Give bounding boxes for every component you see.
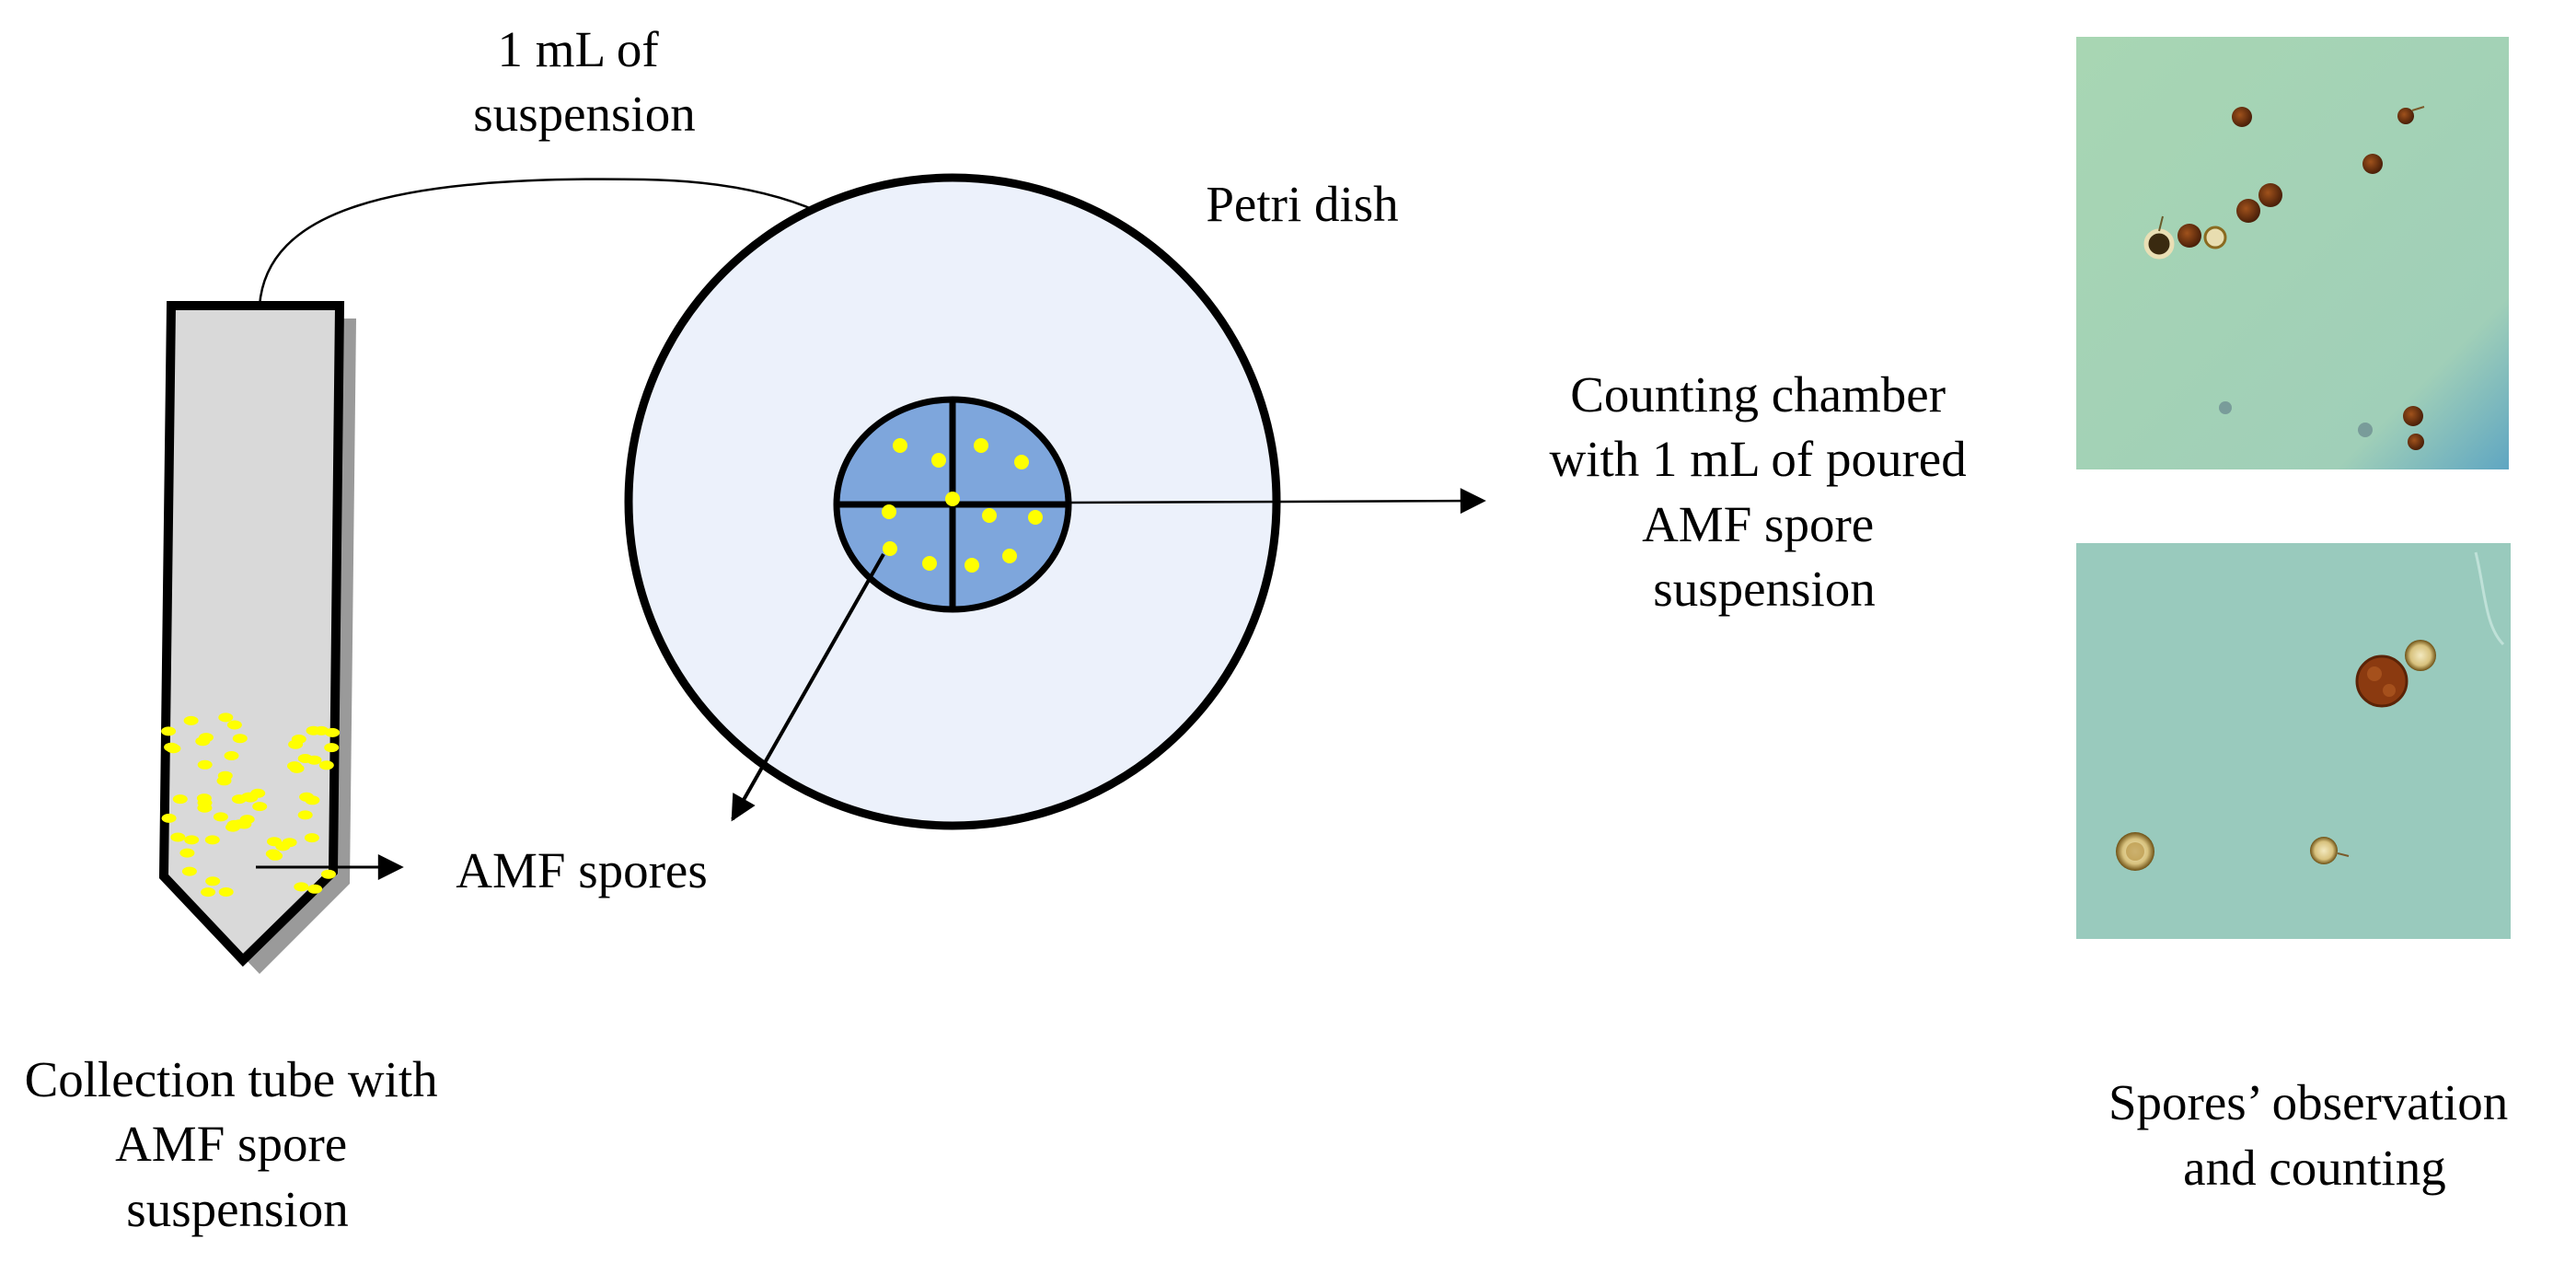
spore-dot xyxy=(275,841,291,851)
counting-chamber-label: Counting chamber with 1 mL of poured AMF… xyxy=(1550,366,1980,617)
tube-spores xyxy=(161,712,341,898)
spore-dot xyxy=(931,453,946,468)
spore-dot xyxy=(184,835,200,845)
spore-dot xyxy=(201,887,216,898)
spore-dot xyxy=(297,754,313,763)
spore-dot xyxy=(1014,455,1029,469)
counting-chamber xyxy=(833,396,1072,613)
spore-dot xyxy=(297,810,313,820)
spore-dot xyxy=(172,794,188,805)
spore-dot xyxy=(197,798,213,808)
spore-dot xyxy=(183,715,199,725)
chamber-to-spores-arrow xyxy=(731,553,885,822)
micrograph-spores xyxy=(2143,106,2425,450)
observation-label: Spores’ observation and counting xyxy=(2108,1074,2521,1196)
spore-dot xyxy=(213,812,228,822)
spore-micrograph-top xyxy=(2076,37,2509,469)
spore-dot xyxy=(252,802,268,812)
chamber-to-label-arrow xyxy=(1068,488,1486,515)
spore-dot xyxy=(179,848,195,858)
spore-dot xyxy=(164,742,179,752)
spore-dot xyxy=(195,736,211,747)
spore-dot xyxy=(304,833,319,843)
spore-micrograph-bottom xyxy=(2076,543,2511,939)
spore-dot xyxy=(1002,549,1017,563)
spore-dot xyxy=(291,735,306,744)
spore-dot xyxy=(294,882,309,892)
spore-dot xyxy=(882,504,896,519)
spore-dot xyxy=(204,835,220,845)
spore-dot xyxy=(217,770,233,781)
spore-dot xyxy=(218,887,234,897)
petri-dish-label: Petri dish xyxy=(1206,176,1398,232)
spore-dot xyxy=(883,541,897,556)
amf-spores-label: AMF spores xyxy=(456,842,708,898)
spore-dot xyxy=(325,727,341,737)
spore-dot xyxy=(231,794,247,805)
spore-dot xyxy=(307,884,323,894)
spore-dot xyxy=(922,556,937,571)
collection-tube-label: Collection tube with AMF spore suspensio… xyxy=(25,1051,451,1237)
spore-dot xyxy=(265,849,281,859)
spore-dot xyxy=(161,726,177,736)
spore-dot xyxy=(224,751,239,760)
micrograph-spores xyxy=(2116,640,2436,871)
spore-dot xyxy=(237,819,252,829)
spore-dot xyxy=(974,438,988,453)
spore-dot xyxy=(965,558,979,573)
spore-dot xyxy=(287,761,302,771)
spore-dot xyxy=(232,734,248,744)
spore-dot xyxy=(1028,510,1043,525)
spore-dot xyxy=(205,876,221,886)
spore-dot xyxy=(305,795,320,805)
spore-dot xyxy=(318,760,334,770)
spore-dot xyxy=(893,438,907,453)
tube-body xyxy=(158,301,345,967)
spore-dot xyxy=(226,720,242,730)
spore-dot xyxy=(218,712,234,723)
spore-dot xyxy=(161,813,177,823)
spore-dot xyxy=(982,508,997,523)
spore-dot xyxy=(181,866,197,876)
chamber-spores xyxy=(882,438,1043,573)
spore-dot xyxy=(945,492,960,506)
spore-dot xyxy=(170,832,186,842)
petri-dish xyxy=(624,173,1281,830)
suspension-transfer-label: 1 mL of suspension xyxy=(473,21,695,142)
spore-dot xyxy=(324,743,340,753)
collection-tube xyxy=(158,301,356,974)
spore-dot xyxy=(197,759,213,770)
spore-dot xyxy=(321,869,336,879)
